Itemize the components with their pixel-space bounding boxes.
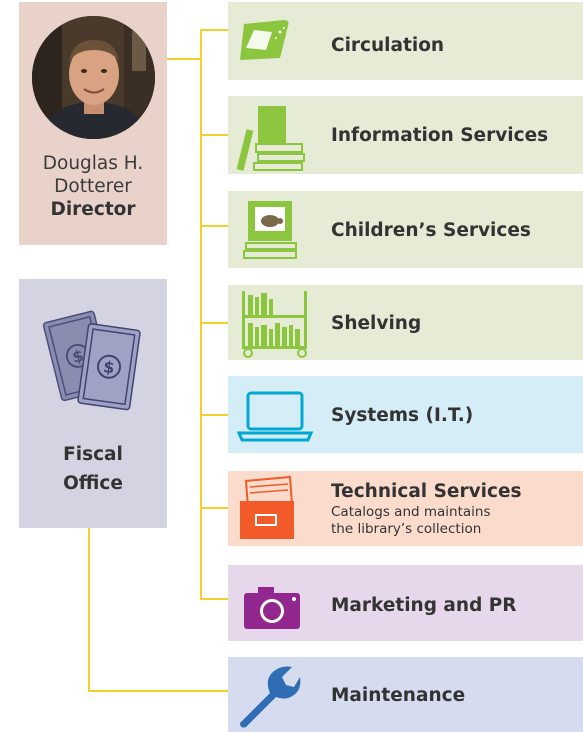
connector-director — [167, 58, 200, 60]
connector-technical — [200, 507, 228, 509]
money-icon: $ $ — [42, 310, 141, 411]
book-icon — [240, 20, 289, 60]
dept-label: Marketing and PR — [331, 595, 517, 616]
book-cart-icon — [242, 291, 307, 358]
wrench-icon — [240, 666, 301, 728]
card-catalog-icon — [240, 475, 294, 539]
director-name-line1: Douglas H. — [42, 153, 144, 174]
director-photo — [32, 16, 155, 139]
dept-marketing: Marketing and PR — [228, 565, 583, 641]
dept-label: Technical Services — [331, 481, 522, 502]
laptop-icon — [236, 391, 314, 442]
fiscal-office-card: $ $ Fiscal Office — [19, 279, 167, 528]
dept-childrens-services: Children’s Services — [228, 191, 583, 268]
connector-maintenance — [88, 690, 228, 692]
director-card: Douglas H. Dotterer Director — [19, 2, 167, 245]
connector-shelving — [200, 322, 228, 324]
turtle-book-icon — [243, 201, 297, 259]
connector-systems — [200, 414, 228, 416]
dept-technical-services: Technical Services Catalogs and maintain… — [228, 471, 583, 546]
svg-text:$: $ — [70, 346, 85, 367]
connector-information — [200, 134, 228, 136]
connector-trunk — [200, 29, 202, 599]
dept-label: Information Services — [331, 125, 549, 146]
dept-maintenance: Maintenance — [228, 657, 583, 732]
dept-shelving: Shelving — [228, 285, 583, 360]
dept-description-line1: Catalogs and maintains — [331, 504, 491, 520]
portrait-image — [32, 16, 155, 139]
svg-text:$: $ — [102, 357, 116, 377]
fiscal-title-line1: Fiscal — [63, 444, 123, 465]
dept-label: Maintenance — [331, 685, 466, 706]
dept-label: Children’s Services — [331, 220, 531, 241]
dept-description-line2: the library’s collection — [331, 521, 482, 537]
fiscal-title-line2: Office — [63, 473, 123, 494]
dept-label: Systems (I.T.) — [331, 405, 474, 426]
dept-information-services: Information Services — [228, 96, 583, 174]
dept-circulation: Circulation — [228, 2, 583, 80]
dept-label: Shelving — [331, 313, 422, 334]
director-title: Director — [50, 199, 136, 220]
director-name-line2: Dotterer — [54, 176, 132, 197]
connector-childrens — [200, 225, 228, 227]
dept-systems: Systems (I.T.) — [228, 376, 583, 453]
connector-circulation — [200, 29, 228, 31]
camera-icon — [244, 587, 300, 629]
connector-marketing — [200, 598, 228, 600]
books-stack-icon — [236, 106, 305, 171]
dept-label: Circulation — [331, 35, 445, 56]
connector-fiscal-down — [88, 528, 90, 691]
